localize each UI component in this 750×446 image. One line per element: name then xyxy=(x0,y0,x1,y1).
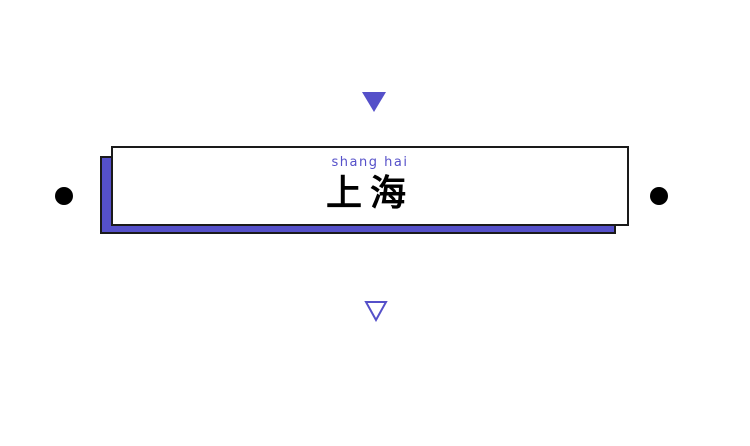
title-box: shang hai 上海 xyxy=(111,146,629,226)
city-name: 上海 xyxy=(325,173,414,214)
pinyin-label: shang hai xyxy=(331,155,409,170)
triangle-down-filled-icon xyxy=(362,92,386,112)
right-dot-icon xyxy=(650,187,668,205)
left-dot-icon xyxy=(55,187,73,205)
triangle-down-outline-icon xyxy=(364,301,388,322)
